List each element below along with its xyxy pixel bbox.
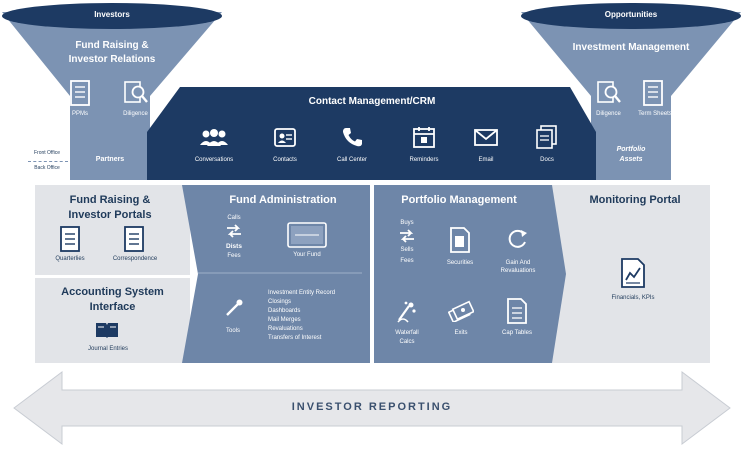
email-envelope-icon: [474, 129, 498, 146]
tool-item-2: Dashboards: [268, 308, 301, 314]
diligence-magnifier-icon: [124, 81, 148, 103]
left-funnel-bottom-label: Partners: [95, 156, 125, 163]
portals-title-line2: Investor Portals: [68, 209, 152, 221]
portfolio-sells: Sells: [400, 247, 414, 253]
monitoring-item-financials: Financials, KPIs: [611, 295, 655, 301]
front-office-label: Front Office: [33, 150, 61, 156]
your-fund-card-icon: [287, 222, 327, 248]
fund-admin-dists: Dists: [226, 243, 242, 250]
right-funnel-item-diligence: Diligence: [596, 111, 621, 117]
portfolio-revaluations: Revaluations: [500, 268, 536, 274]
fund-admin-tools: Tools: [225, 328, 240, 334]
crm-item-contacts: Contacts: [273, 157, 297, 163]
ppm-document-icon: [70, 80, 90, 106]
left-funnel-title-line2: Investor Relations: [68, 54, 156, 65]
revaluations-refresh-icon: [508, 229, 527, 248]
tool-item-3: Mail Merges: [268, 317, 301, 323]
portals-title-line1: Fund Raising &: [69, 194, 151, 206]
tool-item-1: Closings: [268, 299, 292, 305]
crm-item-conversations: Conversations: [194, 157, 234, 163]
accounting-panel: [35, 278, 190, 363]
left-funnel-title-line1: Fund Raising &: [75, 40, 149, 51]
tools-wand-icon: [226, 299, 243, 316]
contacts-card-icon: [274, 128, 296, 147]
journal-book-icon: [96, 323, 118, 338]
right-funnel-title: Investment Management: [572, 42, 690, 53]
docs-documents-icon: [536, 125, 557, 149]
reporting-arrow: [13, 371, 731, 445]
conversations-people-icon: [200, 129, 228, 146]
crm-item-email: Email: [478, 157, 494, 163]
portals-item-quarterlies: Quarterlies: [55, 256, 85, 262]
cap-tables-document-icon: [507, 298, 527, 324]
reminders-calendar-icon: [413, 127, 435, 148]
crm-item-call-center: Call Center: [336, 157, 367, 163]
financials-chart-icon: [621, 258, 645, 288]
monitoring-title: Monitoring Portal: [589, 194, 681, 206]
exchange-arrows-icon-portfolio: [400, 229, 414, 243]
tool-item-0: Investment Entity Record: [268, 290, 336, 296]
crm-item-reminders: Reminders: [409, 157, 439, 163]
left-funnel-item-ppms: PPMs: [71, 111, 88, 117]
accounting-title-line1: Accounting System: [61, 286, 164, 298]
portals-item-correspondence: Correspondence: [112, 256, 158, 262]
crm-band: [147, 87, 596, 180]
investor-reporting-label: INVESTOR REPORTING: [291, 401, 453, 413]
portfolio-buys: Buys: [400, 220, 414, 226]
waterfall-splash-icon: [397, 301, 416, 323]
tool-item-5: Transfers of Interest: [268, 335, 322, 341]
accounting-item-journal-entries: Journal Entries: [87, 346, 129, 352]
office-divider: [28, 161, 68, 162]
correspondence-document-icon: [124, 226, 144, 252]
term-sheet-document-icon: [643, 80, 663, 106]
exchange-arrows-icon: [227, 224, 241, 238]
left-funnel-body: [2, 12, 222, 180]
securities-document-icon: [450, 227, 470, 253]
fund-admin-title: Fund Administration: [229, 194, 337, 206]
portfolio-fees: Fees: [400, 258, 414, 264]
accounting-title-line2: Interface: [89, 301, 136, 313]
right-funnel-bottom-line1: Portfolio: [616, 146, 646, 153]
back-office-label: Back Office: [34, 165, 60, 171]
portfolio-waterfall: Waterfall: [395, 330, 419, 336]
exits-cash-icon: [448, 300, 474, 322]
fund-admin-fees: Fees: [227, 253, 241, 259]
portfolio-securities: Securities: [446, 260, 474, 266]
right-funnel-bottom-line2: Assets: [619, 156, 643, 163]
right-funnel-rim: [521, 3, 741, 29]
diligence-magnifier-icon-right: [597, 81, 621, 103]
left-funnel-rim: [2, 3, 222, 29]
portfolio-exits: Exits: [454, 330, 468, 336]
portfolio-panel: [374, 185, 566, 363]
left-funnel-top-label: Investors: [94, 10, 130, 19]
quarterlies-document-icon: [60, 226, 80, 252]
right-funnel-item-term-sheets: Term Sheets: [638, 111, 672, 117]
portfolio-gain-and: Gain And: [505, 260, 531, 266]
portfolio-cap-tables: Cap Tables: [502, 330, 532, 336]
portfolio-title: Portfolio Management: [401, 194, 517, 206]
tool-item-4: Revaluations: [268, 326, 303, 332]
crm-item-docs: Docs: [540, 157, 554, 163]
fund-admin-calls: Calls: [227, 215, 241, 221]
right-funnel-body: [521, 12, 741, 180]
left-funnel-item-diligence: Diligence: [123, 111, 148, 117]
portfolio-calcs: Calcs: [399, 339, 415, 345]
call-center-phone-icon: [343, 128, 362, 147]
right-funnel-top-label: Opportunities: [604, 10, 658, 19]
fund-admin-your-fund: Your Fund: [293, 252, 321, 258]
crm-title: Contact Management/CRM: [308, 96, 436, 107]
